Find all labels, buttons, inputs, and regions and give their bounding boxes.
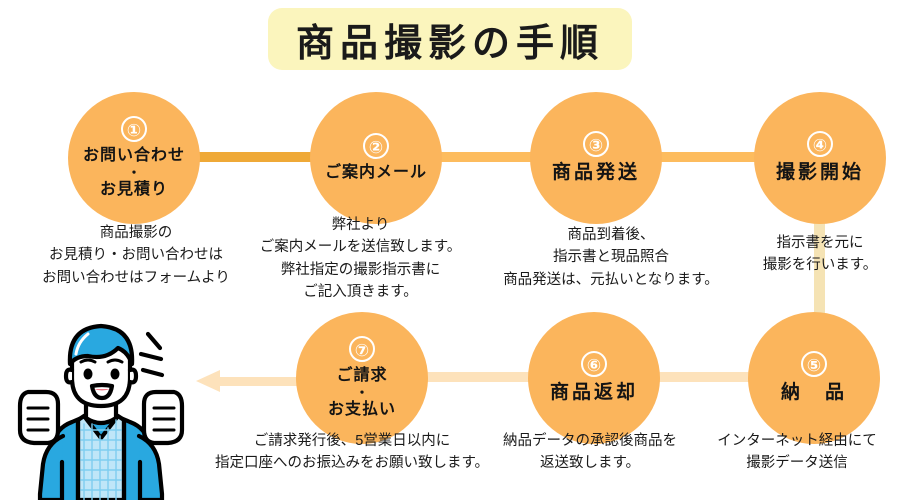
- connector-step3-step4: [630, 152, 775, 162]
- step-label-5: 納 品: [780, 382, 847, 404]
- connector-step1-step2: [190, 152, 335, 162]
- step-description-6: 納品データの承認後商品を 返送致します。: [480, 430, 700, 475]
- arrow-to-illustration: [196, 370, 341, 392]
- step-number-6: ⑥: [581, 351, 607, 378]
- eye-icon: [83, 368, 93, 380]
- step-description-1-line-3: お問い合わせはフォームより: [42, 269, 230, 286]
- happy-man-illustration: [6, 312, 196, 500]
- step-description-1-line-1: 商品撮影の: [99, 225, 173, 241]
- connector-step5-step6: [630, 372, 775, 382]
- step-number-1: ①: [121, 115, 147, 142]
- step-description-6-line-1: 納品データの承認後商品を: [503, 433, 677, 449]
- mouth-icon: [89, 382, 115, 401]
- step-description-2-line-4: ご記入頂きます。: [303, 284, 418, 301]
- step-description-7-line-1: ご請求発行後、5営業日以内に: [253, 433, 451, 449]
- step-label-6: 商品返却: [549, 382, 638, 404]
- arrow-shaft: [218, 377, 338, 386]
- connector-step2-step3: [410, 152, 555, 162]
- eye-icon: [110, 368, 120, 380]
- step-circle-3[interactable]: ③ 商品発送: [530, 92, 662, 224]
- motion-line-icon: [138, 351, 164, 362]
- step-circle-4[interactable]: ④ 撮影開始: [754, 92, 886, 224]
- step-description-1-line-2: お見積り・お問い合わせは: [49, 247, 223, 264]
- step-label-1-line1: お問い合わせ: [82, 146, 185, 164]
- step-circle-7[interactable]: ⑦ ご請求 ・ お支払い: [296, 312, 428, 444]
- step-number-2: ②: [363, 133, 389, 159]
- step-number-3: ③: [583, 131, 609, 158]
- step-description-3-line-1: 商品到着後、: [567, 227, 655, 243]
- step-description-5-line-1: インターネット経由にて: [717, 433, 877, 449]
- step-description-2-line-1: 弊社より: [331, 217, 390, 233]
- step-description-4-line-2: 撮影を行います。: [762, 257, 878, 274]
- step-description-7-line-2: 指定口座へのお振込みをお願い致します。: [214, 455, 490, 472]
- motion-line-icon: [145, 331, 163, 351]
- step-number-7: ⑦: [349, 335, 375, 362]
- connector-step4-step5: [814, 185, 825, 370]
- arrow-head-icon: [196, 370, 220, 392]
- step-description-3: 商品到着後、 指示書と現品照合 商品発送は、元払いとなります。: [477, 224, 745, 291]
- step-description-5-line-2: 撮影データ送信: [746, 455, 848, 472]
- step-description-4: 指示書を元に 撮影を行います。: [740, 232, 900, 277]
- step-label-7-line2: お支払い: [327, 401, 396, 419]
- page-title: 商品撮影の手順: [295, 22, 604, 65]
- step-description-6-line-2: 返送致します。: [539, 455, 641, 472]
- step-description-7: ご請求発行後、5営業日以内に 指定口座へのお振込みをお願い致します。: [204, 430, 500, 475]
- step-label-1-separator: ・: [127, 164, 141, 180]
- step-description-2: 弊社より ご案内メールを送信致します。 弊社指定の撮影指示書に ご記入頂きます。: [228, 214, 493, 304]
- step-circle-1[interactable]: ① お問い合わせ ・ お見積り: [68, 92, 200, 224]
- step-description-3-line-2: 指示書と現品照合: [553, 249, 669, 266]
- step-description-2-line-2: ご案内メールを送信致します。: [259, 239, 462, 256]
- step-description-2-line-3: 弊社指定の撮影指示書に: [280, 261, 441, 278]
- step-circle-6[interactable]: ⑥ 商品返却: [528, 312, 660, 444]
- motion-line-icon: [140, 367, 165, 378]
- step-label-7-line1: ご請求: [336, 366, 388, 384]
- step-description-4-line-1: 指示書を元に: [776, 235, 864, 251]
- step-label-3: 商品発送: [551, 162, 640, 184]
- step-label-7-separator: ・: [355, 384, 369, 400]
- title-background: [268, 8, 632, 70]
- step-label-4: 撮影開始: [775, 162, 864, 184]
- step-circle-5[interactable]: ⑤ 納 品: [748, 312, 880, 444]
- step-number-4: ④: [807, 131, 833, 158]
- step-label-1-line2: お見積り: [99, 181, 168, 199]
- step-number-5: ⑤: [801, 351, 827, 378]
- connector-step6-step7: [410, 372, 555, 382]
- step-circle-2[interactable]: ② ご案内メール: [310, 92, 442, 224]
- step-label-2: ご案内メール: [324, 164, 427, 181]
- step-description-5: インターネット経由にて 撮影データ送信: [694, 430, 900, 475]
- step-description-3-line-3: 商品発送は、元払いとなります。: [503, 271, 719, 288]
- step-description-1: 商品撮影の お見積り・お問い合わせは お問い合わせはフォームより: [0, 222, 272, 289]
